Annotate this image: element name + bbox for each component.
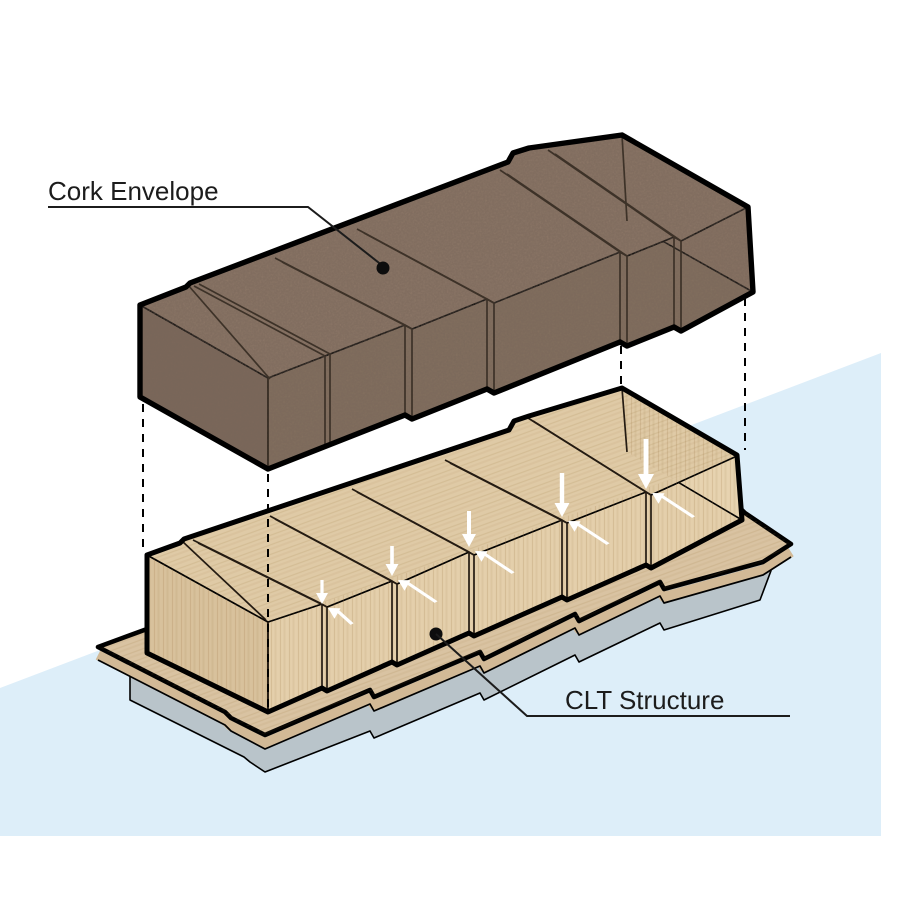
- leader-line: [435, 633, 790, 717]
- projection-lines: [142, 298, 746, 708]
- clt-top-grain: [147, 388, 737, 622]
- cork-outline: [137, 132, 756, 472]
- platform-underside-line: [97, 556, 792, 750]
- joint-arrows: [316, 439, 696, 625]
- cork-envelope-annotation: Cork Envelope: [48, 176, 390, 275]
- clt-structure-block: [144, 385, 745, 715]
- down-arrow: [462, 511, 476, 547]
- clt-vertical-grain: [147, 388, 742, 712]
- platform-thickness: [95, 547, 794, 748]
- down-arrow: [316, 580, 328, 604]
- clt-top-joint-lines: [181, 417, 652, 621]
- diagonal-arrow: [475, 551, 515, 574]
- down-arrow: [638, 439, 654, 489]
- diagonal-arrow: [398, 580, 438, 603]
- cork-top-joint-lines: [187, 149, 682, 380]
- leader-line: [48, 206, 384, 267]
- down-arrow: [385, 546, 399, 576]
- clt-structure-annotation: CLT Structure: [429, 627, 790, 717]
- clt-outline: [144, 385, 745, 715]
- diagonal-arrow: [568, 521, 610, 545]
- clt-front-joint-lines: [267, 387, 652, 712]
- down-arrow: [554, 473, 570, 517]
- cork-front-joint-lines: [267, 134, 682, 469]
- clt-structure-label: CLT Structure: [565, 685, 724, 715]
- diagonal-arrow: [652, 493, 696, 518]
- cork-envelope-label: Cork Envelope: [48, 176, 219, 206]
- label-dot: [376, 261, 390, 275]
- diagonal-arrow: [328, 608, 354, 625]
